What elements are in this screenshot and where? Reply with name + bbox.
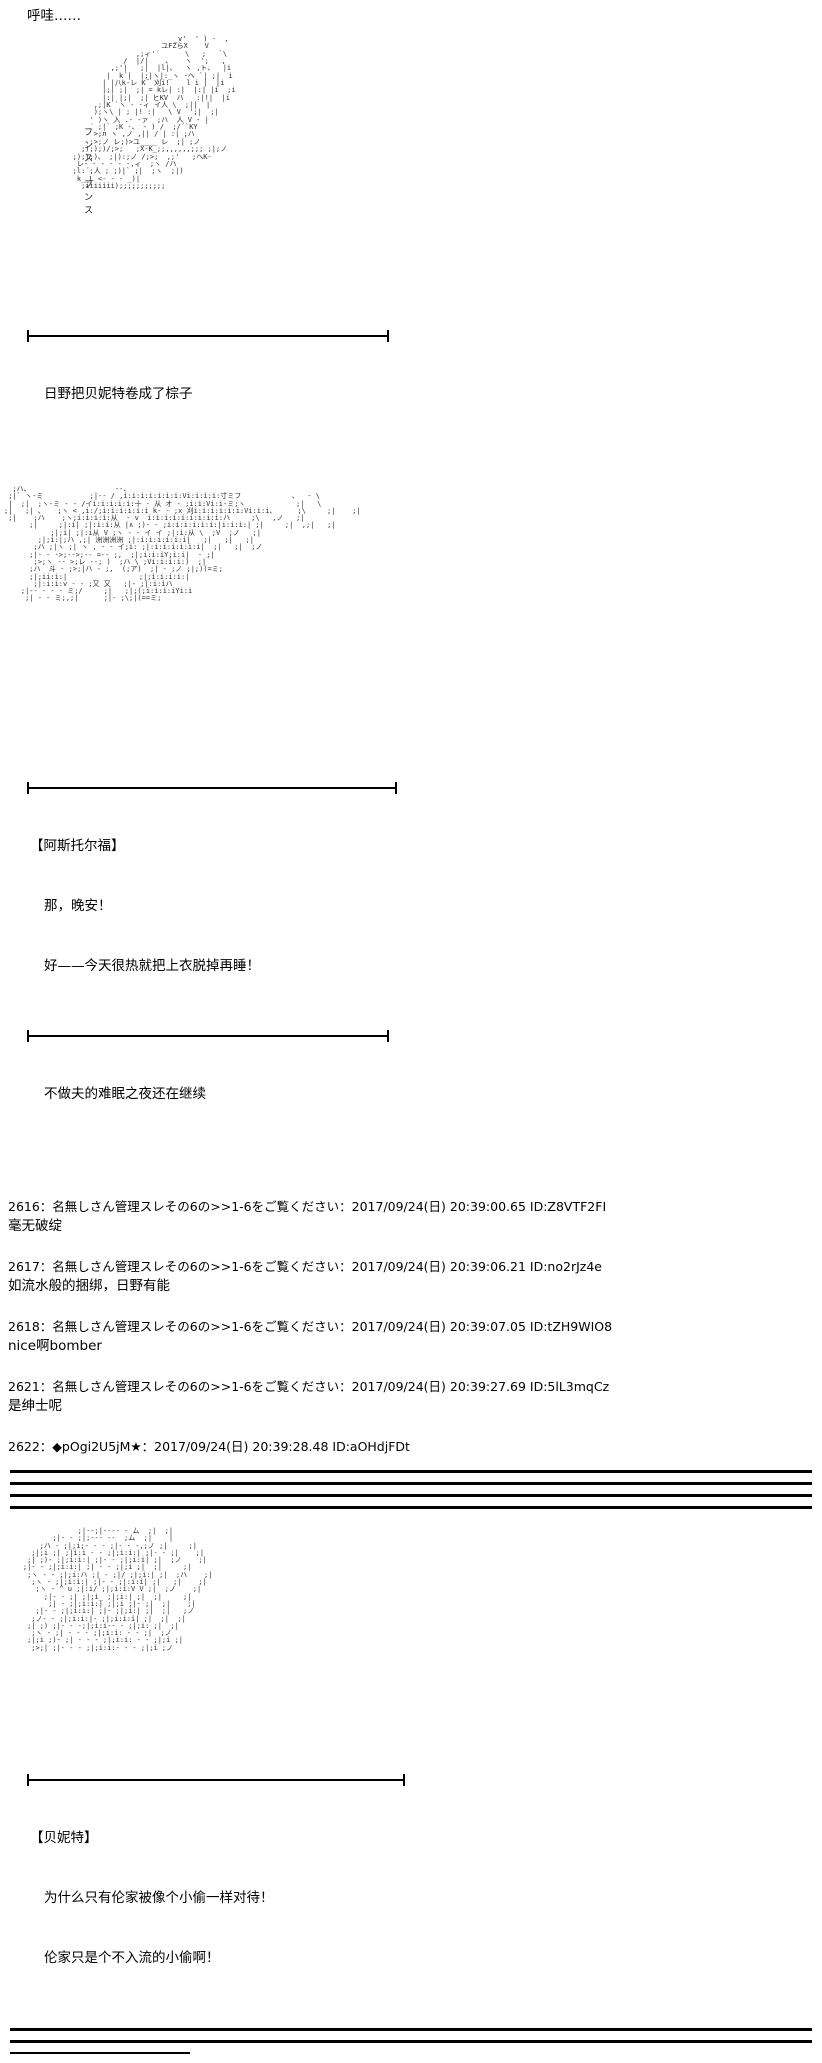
post-header: 2621：名無しさん管理スレその6の>>1-6をご覧ください：2017/09/2… (8, 1379, 610, 1394)
ascii-art-sfx-labels: フ ン ス フ ン ス (84, 128, 94, 216)
post-list: 2616：名無しさん管理スレその6の>>1-6をご覧ください：2017/09/2… (0, 1198, 822, 1456)
post-body: 是绅士呢 (8, 1398, 62, 1414)
caption-text-hino: 日野把贝妮特卷成了棕子 (0, 344, 822, 444)
art-panel-1-wrap: _v' ' ) ‐ , ユFZらX V ,;ィ'´ \ ; `\ / |/| 、… (0, 26, 822, 326)
caption-rule (0, 1774, 822, 1786)
divider-rule (10, 2028, 812, 2031)
caption-line: 为什么只有伦家被像个小偷一样对待！ (44, 1890, 274, 1906)
caption-line: 好——今天很热就把上衣脱掉再睡！ (44, 958, 260, 974)
separator-rules-bottom (0, 2028, 822, 2054)
caption-block-astolfo: 【阿斯托尔福】 那，晚安！ 好——今天很热就把上衣脱掉再睡！ (0, 782, 822, 1016)
caption-rule (0, 330, 822, 342)
art-panel-2-wrap: ;ハ、 ‐‐、 ;|` ヽ‐ミ ;|‐‐ / ,i:i:i:i:i:i:i:Vi… (0, 478, 822, 778)
caption-line: 那，晚安！ (44, 898, 112, 914)
divider-rule-short (10, 2052, 190, 2054)
divider-rule (10, 1470, 812, 1473)
caption-text-night: 不做夫的难眠之夜还在继续 (0, 1044, 822, 1144)
post-header: 2618：名無しさん管理スレその6の>>1-6をご覧ください：2017/09/2… (8, 1319, 613, 1334)
separator-rules-top (0, 1466, 822, 1520)
post-2621[interactable]: 2621：名無しさん管理スレその6の>>1-6をご覧ください：2017/09/2… (8, 1378, 822, 1416)
post-header: 2622：◆pOgi2U5jM★：2017/09/24(日) 20:39:28.… (8, 1439, 410, 1454)
post-body: 如流水般的捆绑，日野有能 (8, 1278, 170, 1294)
caption-block-bennett: 【贝妮特】 为什么只有伦家被像个小偷一样对待！ 伦家只是个不入流的小偷啊！ (0, 1774, 822, 2008)
caption-text-bennett: 【贝妮特】 为什么只有伦家被像个小偷一样对待！ 伦家只是个不入流的小偷啊！ (0, 1788, 822, 2008)
caption-rule (0, 782, 822, 794)
caption-line: 日野把贝妮特卷成了棕子 (44, 386, 193, 402)
post-header: 2617：名無しさん管理スレその6の>>1-6をご覧ください：2017/09/2… (8, 1259, 602, 1274)
divider-rule (10, 1482, 812, 1485)
speaker-name: 【阿斯托尔福】 (30, 838, 125, 854)
caption-line: 伦家只是个不入流的小偷啊！ (44, 1950, 220, 1966)
post-body: 毫无破绽 (8, 1218, 62, 1234)
post-body: nice啊bomber (8, 1338, 102, 1354)
ascii-art-panel-1: _v' ' ) ‐ , ユFZらX V ,;ィ'´ \ ; `\ / |/| 、… (72, 35, 236, 190)
caption-text-astolfo: 【阿斯托尔福】 那，晚安！ 好——今天很热就把上衣脱掉再睡！ (0, 796, 822, 1016)
post-2616[interactable]: 2616：名無しさん管理スレその6の>>1-6をご覧ください：2017/09/2… (8, 1198, 822, 1236)
post-2618[interactable]: 2618：名無しさん管理スレその6の>>1-6をご覧ください：2017/09/2… (8, 1318, 822, 1356)
caption-block-hino: 日野把贝妮特卷成了棕子 (0, 330, 822, 444)
post-2622[interactable]: 2622：◆pOgi2U5jM★：2017/09/24(日) 20:39:28.… (8, 1438, 822, 1456)
caption-rule (0, 1030, 822, 1042)
ascii-art-panel-3: ;|‐‐;|‐‐‐‐ ‐ ム ;| ;| ;|‐ ‐ ;|;‐‐‐ ‐‐ ;ム … (22, 1527, 213, 1652)
post-2617[interactable]: 2617：名無しさん管理スレその6の>>1-6をご覧ください：2017/09/2… (8, 1258, 822, 1296)
caption-block-night: 不做夫的难眠之夜还在继续 (0, 1030, 822, 1144)
speaker-name: 【贝妮特】 (30, 1830, 98, 1846)
art-panel-3-wrap: ;|‐‐;|‐‐‐‐ ‐ ム ;| ;| ;|‐ ‐ ;|;‐‐‐ ‐‐ ;ム … (0, 1520, 822, 1770)
ascii-art-panel-2: ;ハ、 ‐‐、 ;|` ヽ‐ミ ;|‐‐ / ,i:i:i:i:i:i:i:Vi… (4, 485, 361, 603)
divider-rule (10, 2040, 812, 2043)
caption-line: 不做夫的难眠之夜还在继续 (44, 1086, 206, 1102)
post-header: 2616：名無しさん管理スレその6の>>1-6をご覧ください：2017/09/2… (8, 1199, 607, 1214)
intro-line: 呼哇…… (27, 8, 81, 24)
divider-rule (10, 1506, 812, 1509)
divider-rule (10, 1494, 812, 1497)
